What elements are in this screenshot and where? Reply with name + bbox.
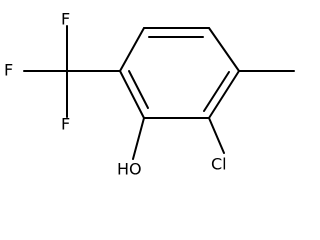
chlorine-label: Cl xyxy=(211,155,227,174)
double-bond-inner-right xyxy=(203,71,230,112)
fluorine-left-label: F xyxy=(4,61,13,80)
ring-bond-6 xyxy=(119,27,145,72)
hydroxyl-label: HO xyxy=(117,160,142,179)
ring-bond-5 xyxy=(119,70,145,119)
cl-bond xyxy=(208,117,225,154)
oh-bond xyxy=(132,117,145,160)
molecule-diagram: F F F HO Cl xyxy=(4,10,295,179)
fluorine-bottom-label: F xyxy=(61,115,70,134)
ring-bond-3 xyxy=(208,70,240,119)
structure-canvas: F F F HO Cl xyxy=(4,9,295,179)
fluorine-top-label: F xyxy=(61,10,70,29)
ring-bond-2 xyxy=(208,27,240,72)
double-bond-inner-left xyxy=(128,70,149,109)
